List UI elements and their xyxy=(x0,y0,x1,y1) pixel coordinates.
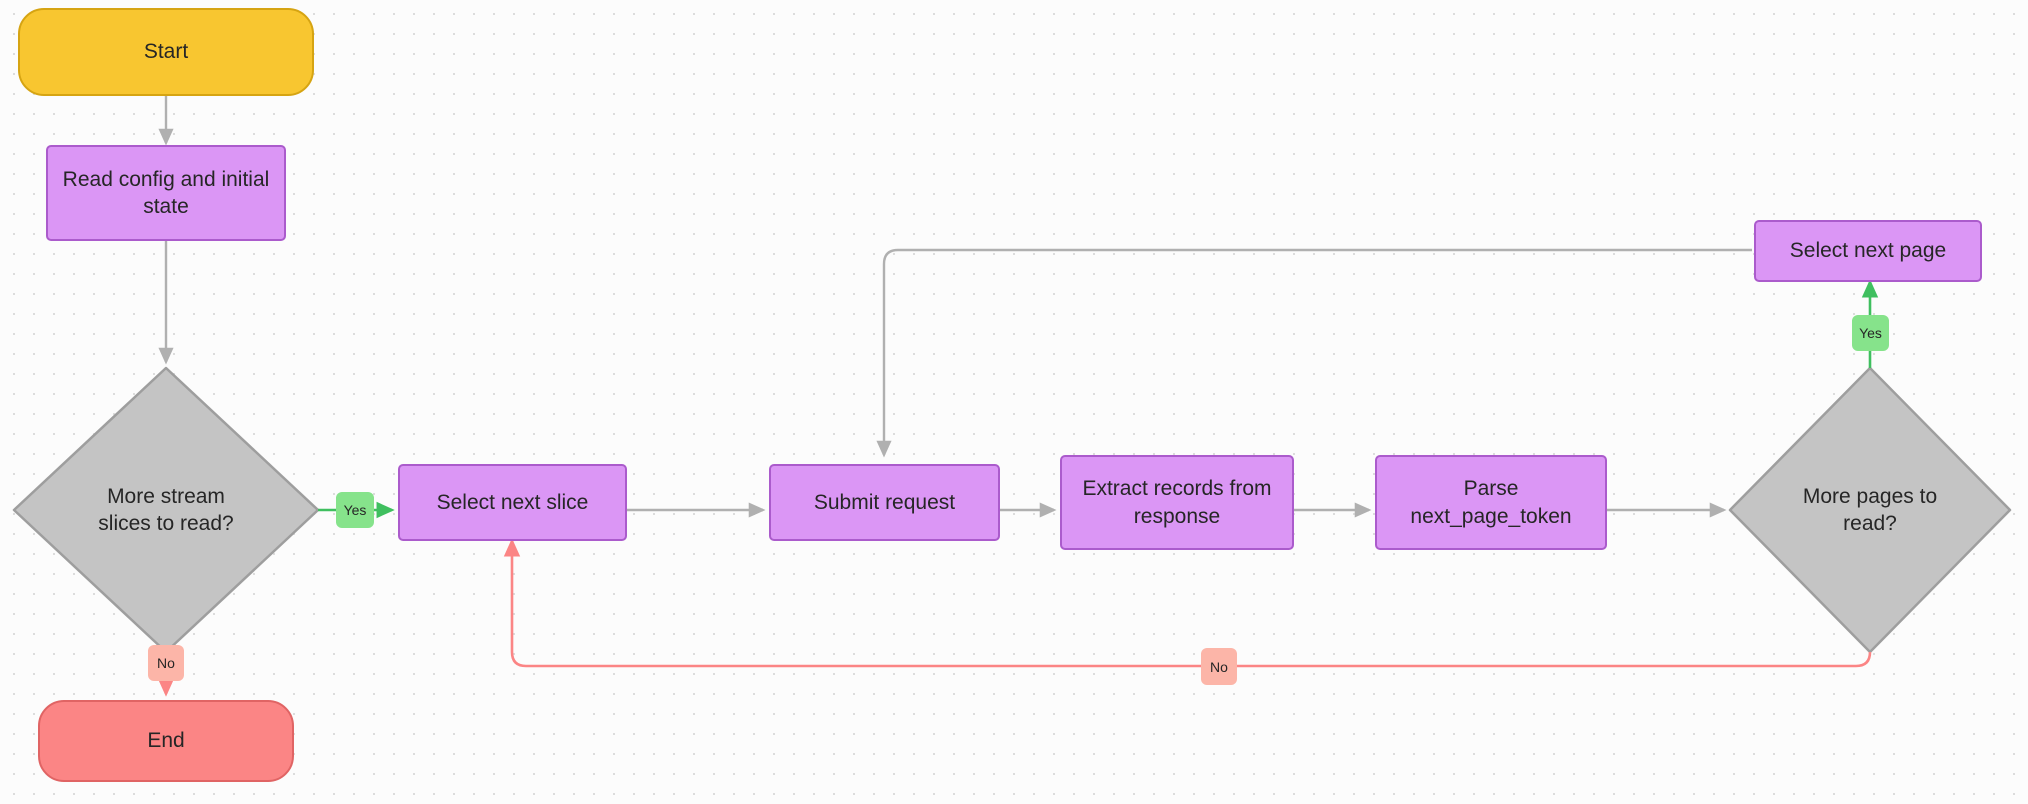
node-select-next-slice[interactable]: Select next slice xyxy=(398,464,627,541)
edge-label-more-stream-slices-yes-text: Yes xyxy=(343,502,367,518)
node-more-stream-slices-to-read[interactable]: More stream slices to read? xyxy=(14,368,318,652)
node-end-label: End xyxy=(147,729,185,753)
node-more-stream-slices-to-read-label: More stream slices to read? xyxy=(98,484,234,535)
edge-label-more-pages-yes-text: Yes xyxy=(1859,325,1882,341)
node-start[interactable]: Start xyxy=(18,8,314,96)
edge-label-more-stream-slices-no: No xyxy=(148,645,184,681)
node-read-config-and-initial-state[interactable]: Read config and initial state xyxy=(46,145,286,241)
node-submit-request[interactable]: Submit request xyxy=(769,464,1000,541)
edge-label-more-stream-slices-yes: Yes xyxy=(336,492,374,528)
node-select-next-page[interactable]: Select next page xyxy=(1754,220,1982,282)
node-select-next-slice-label: Select next slice xyxy=(436,490,589,514)
edge-label-more-pages-no-text: No xyxy=(1210,658,1228,675)
edge-label-more-pages-yes: Yes xyxy=(1852,315,1889,351)
node-select-next-page-label: Select next page xyxy=(1789,239,1947,263)
node-start-label: Start xyxy=(143,40,189,64)
edge-label-more-stream-slices-no-text: No xyxy=(157,655,175,671)
node-submit-request-label: Submit request xyxy=(813,490,956,514)
edge-next-page-to-submit-loop xyxy=(876,248,1752,458)
edge-more-pages-no-to-next-slice-loop xyxy=(503,538,1872,668)
node-more-pages-to-read[interactable]: More pages to read? xyxy=(1730,368,2010,652)
node-parse-next-page-token-label: Parse next_page_token xyxy=(1410,477,1572,528)
node-end[interactable]: End xyxy=(38,700,294,782)
node-parse-next-page-token[interactable]: Parse next_page_token xyxy=(1375,455,1607,550)
node-extract-records-from-response[interactable]: Extract records from response xyxy=(1060,455,1294,550)
node-more-pages-to-read-label: More pages to read? xyxy=(1802,484,1938,535)
edge-label-more-pages-no: No xyxy=(1201,648,1237,685)
node-read-config-and-initial-state-label: Read config and initial state xyxy=(62,167,270,218)
node-extract-records-from-response-label: Extract records from response xyxy=(1082,477,1272,528)
